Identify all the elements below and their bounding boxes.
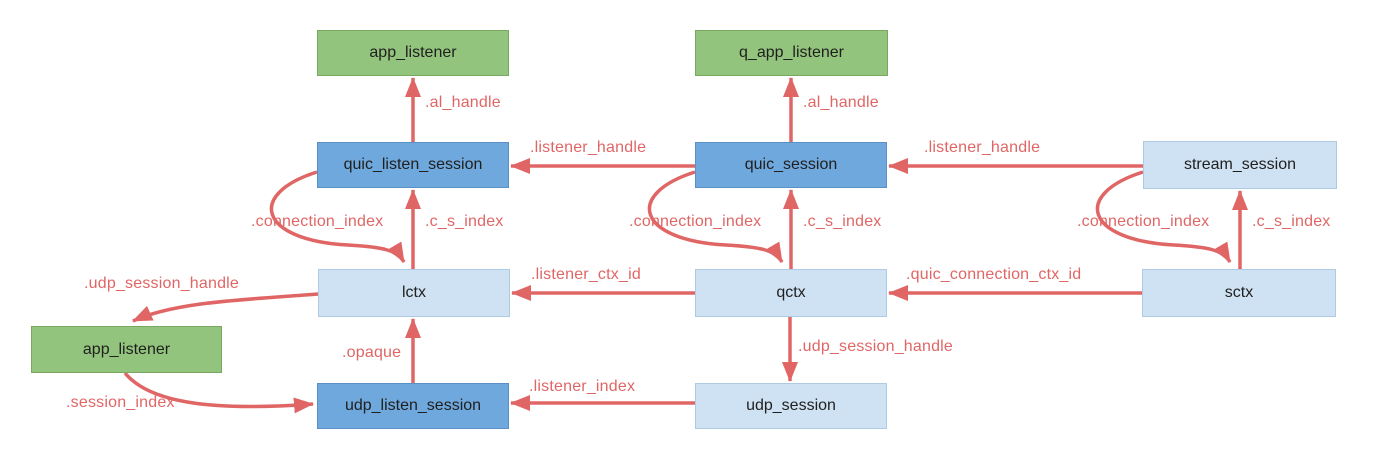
node-lctx: lctx [318,269,510,317]
node-udp-session: udp_session [695,383,887,429]
arrow-connection-index-sctx [1095,170,1232,263]
edge-label-listener-ctx-id: .listener_ctx_id [531,266,641,283]
edge-label-c-s-index-sctx: .c_s_index [1252,213,1331,230]
arrow-session-index [123,371,314,414]
edge-label-listener-handle-quic: .listener_handle [530,139,647,156]
edge-label-c-s-index-lctx: .c_s_index [425,213,504,230]
edge-label-al-handle-quic-listen: .al_handle [425,94,501,111]
edge-label-udp-session-handle-lctx: .udp_session_handle [84,275,240,292]
node-quic-session: quic_session [695,142,887,188]
node-qctx: qctx [695,269,887,317]
node-stream-session: stream_session [1143,141,1337,189]
arrow-connection-index-lctx [269,170,406,263]
edge-label-connection-index-qctx: .connection_index [629,213,762,230]
edge-label-session-index: .session_index [66,394,175,411]
edge-label-connection-index-lctx: .connection_index [251,213,384,230]
edge-label-al-handle-quic-session: .al_handle [803,94,879,111]
edge-label-quic-connection-ctx-id: .quic_connection_ctx_id [906,266,1082,283]
node-udp-listen-session: udp_listen_session [317,383,509,429]
arrow-connection-index-qctx [647,170,784,263]
node-sctx: sctx [1142,269,1336,317]
node-app-listener-top: app_listener [317,30,509,76]
arrow-udp-session-handle-lctx [132,292,319,323]
edge-label-connection-index-sctx: .connection_index [1077,213,1210,230]
node-app-listener-bottom: app_listener [31,326,222,373]
edge-label-opaque: .opaque [342,344,402,361]
edge-label-c-s-index-qctx: .c_s_index [803,213,882,230]
node-quic-listen-session: quic_listen_session [317,142,509,188]
edge-label-listener-index: .listener_index [529,378,636,395]
edge-label-listener-handle-stream: .listener_handle [924,139,1041,156]
node-q-app-listener: q_app_listener [695,30,888,76]
edge-label-udp-session-handle-qctx: .udp_session_handle [798,338,954,355]
